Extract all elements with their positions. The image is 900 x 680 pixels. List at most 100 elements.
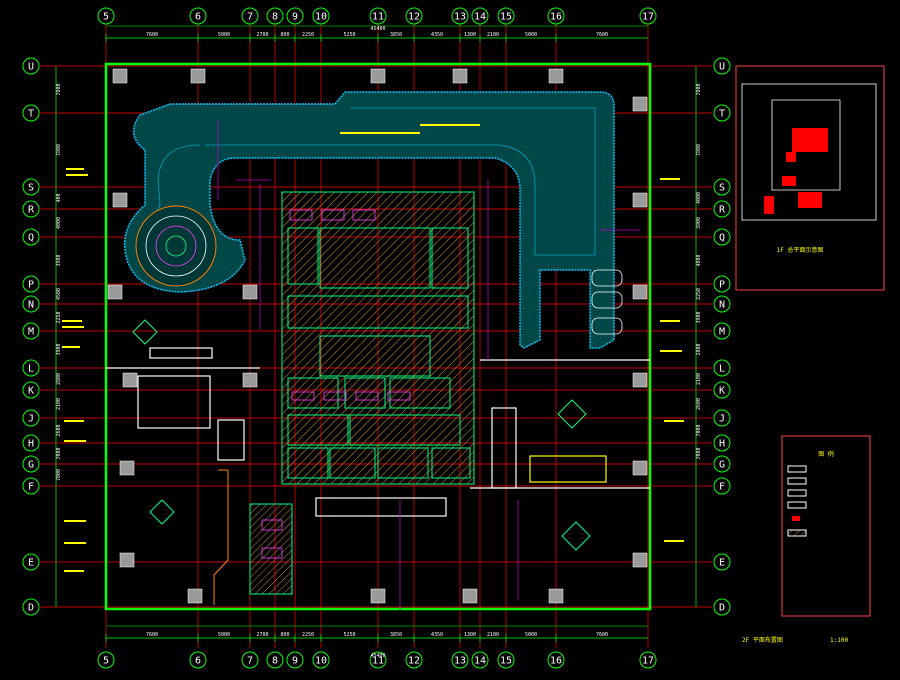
axis-bubble-col: 13 [451, 651, 469, 669]
dimension-label: 4800 [696, 254, 702, 266]
axis-bubble-row: D [22, 598, 40, 616]
axis-row-label: R [719, 205, 726, 216]
water-channel [123, 91, 615, 349]
dimension-label: 2100 [56, 398, 62, 410]
axis-bubble-row: G [713, 455, 731, 473]
axis-bubble-col: 7 [241, 651, 259, 669]
dimension-label: 2700 [256, 632, 268, 638]
column [107, 284, 123, 300]
axis-row-label: T [719, 109, 725, 120]
axis-bubble-col: 17 [639, 7, 657, 25]
column [119, 460, 135, 476]
dimension-label: 5000 [218, 632, 230, 638]
dimension-label: 2100 [487, 32, 499, 38]
axis-bubble-col: 6 [189, 651, 207, 669]
axis-row-label: J [28, 414, 34, 425]
axis-col-label: 12 [408, 12, 420, 23]
axis-col-label: 7 [247, 656, 253, 667]
column [462, 588, 478, 604]
axis-col-label: 17 [642, 656, 654, 667]
axis-bubble-row: N [713, 295, 731, 313]
column [190, 68, 206, 84]
axis-row-label: E [28, 558, 34, 569]
axis-bubble-col: 16 [547, 651, 565, 669]
column [119, 552, 135, 568]
axis-bubble-row: E [713, 553, 731, 571]
axis-bubble-row: S [713, 178, 731, 196]
axis-bubble-row: H [22, 434, 40, 452]
dimension-label: 1300 [464, 32, 476, 38]
dimension-label: 5250 [343, 632, 355, 638]
axis-bubble-col: 7 [241, 7, 259, 25]
axis-bubbles: 5566778899101011111212131314141515161617… [22, 7, 731, 669]
axis-col-label: 5 [103, 12, 109, 23]
axis-col-label: 6 [195, 12, 201, 23]
dimension-label: 7000 [56, 447, 62, 459]
dimension-label: 5000 [525, 632, 537, 638]
dimension-label: 4350 [431, 32, 443, 38]
dimension-label: 2250 [696, 288, 702, 300]
axis-col-label: 14 [474, 656, 486, 667]
axis-row-label: G [28, 460, 34, 471]
axis-col-label: 9 [292, 12, 298, 23]
axis-row-label: P [719, 280, 725, 291]
axis-bubble-row: K [22, 381, 40, 399]
column [632, 284, 648, 300]
axis-row-label: P [28, 280, 34, 291]
axis-col-label: 13 [454, 12, 466, 23]
axis-bubble-row: Q [713, 228, 731, 246]
axis-col-label: 6 [195, 656, 201, 667]
axis-row-label: U [28, 62, 34, 73]
dimension-label: 3900 [56, 343, 62, 355]
dimension-label: 5250 [343, 32, 355, 38]
axis-row-label: S [719, 183, 725, 194]
dimension-label: 5000 [218, 32, 230, 38]
dimension-label: 3900 [56, 254, 62, 266]
axis-col-label: 17 [642, 12, 654, 23]
axis-col-label: 7 [247, 12, 253, 23]
dimension-label: 5000 [525, 32, 537, 38]
axis-bubble-row: M [22, 322, 40, 340]
dimension-label: 800 [280, 32, 289, 38]
axis-bubble-row: F [713, 477, 731, 495]
axis-bubble-row: G [22, 455, 40, 473]
axis-bubble-col: 10 [312, 651, 330, 669]
pink-room-tags [261, 209, 411, 559]
axis-bubble-col: 13 [451, 7, 469, 25]
axis-row-label: E [719, 558, 725, 569]
column [370, 588, 386, 604]
axis-col-label: 8 [272, 656, 278, 667]
axis-bubble-col: 17 [639, 651, 657, 669]
axis-bubble-row: H [713, 434, 731, 452]
axis-bubble-col: 16 [547, 7, 565, 25]
dimension-label: 7600 [146, 632, 158, 638]
axis-col-label: 12 [408, 656, 420, 667]
axis-bubble-row: D [713, 598, 731, 616]
column [632, 96, 648, 112]
axis-bubble-col: 9 [286, 651, 304, 669]
pool-fixtures [591, 269, 623, 335]
axis-row-label: H [28, 439, 34, 450]
axis-bubble-col: 8 [266, 7, 284, 25]
axis-row-label: H [719, 439, 725, 450]
dimension-label: 3900 [696, 311, 702, 323]
legend-title: 图 例 [818, 450, 834, 458]
top-total-dim: 45400 [370, 26, 385, 32]
dimension-label: 2250 [302, 632, 314, 638]
dimension-label: 4500 [56, 288, 62, 300]
dimension-label: 2600 [696, 398, 702, 410]
axis-bubble-col: 9 [286, 7, 304, 25]
axis-bubble-col: 10 [312, 7, 330, 25]
dimension-label: 7600 [146, 32, 158, 38]
dimension-label: 7000 [56, 469, 62, 481]
axis-row-label: K [719, 386, 725, 397]
dimension-label: 4350 [431, 632, 443, 638]
axis-bubble-row: P [713, 275, 731, 293]
axis-row-label: D [719, 603, 725, 614]
dimension-label: 7800 [56, 144, 62, 156]
axis-bubble-row: T [22, 104, 40, 122]
axis-col-label: 8 [272, 12, 278, 23]
axis-bubble-col: 14 [471, 651, 489, 669]
axis-row-label: D [28, 603, 34, 614]
column [187, 588, 203, 604]
